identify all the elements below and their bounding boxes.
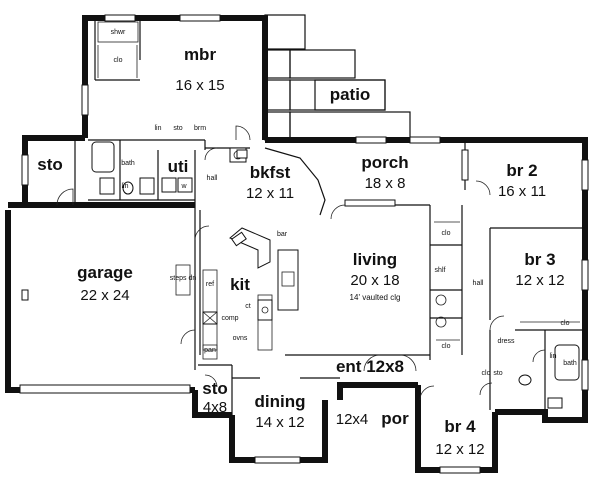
label-ct: ct xyxy=(245,303,251,310)
room-br4-size: 12 x 12 xyxy=(435,441,484,458)
room-porch-name: porch xyxy=(361,153,408,172)
label-shwr: shwr xyxy=(111,29,126,36)
room-br3-size: 12 x 12 xyxy=(515,272,564,289)
room-por-name: por xyxy=(381,409,409,428)
interior-walls xyxy=(74,20,585,415)
room-garage-name: garage xyxy=(77,263,133,282)
patio-pavers xyxy=(264,14,411,141)
label-w: w xyxy=(180,183,187,190)
label-comp: comp xyxy=(221,315,238,322)
label-dress: dress xyxy=(497,338,515,345)
label-lin-br3: lin xyxy=(549,353,556,360)
room-br2-size: 16 x 11 xyxy=(498,183,546,200)
label-lin: lin xyxy=(154,125,161,132)
room-garage-size: 22 x 24 xyxy=(80,287,129,304)
label-hall-right: hall xyxy=(473,280,484,287)
label-clo-br4: clo xyxy=(482,370,491,377)
room-patio-name: patio xyxy=(330,85,371,104)
label-sto: sto xyxy=(173,125,182,132)
label-shlf: shlf xyxy=(435,267,446,274)
label-steps-dn: steps dn xyxy=(170,275,197,282)
room-por-size: 12x4 xyxy=(336,411,369,428)
label-clo: clo xyxy=(114,57,123,64)
room-living-name: living xyxy=(353,250,397,269)
room-labels: mbr 16 x 15 patio porch 18 x 8 br 2 16 x… xyxy=(37,45,564,458)
room-living-note: 14' vaulted clg xyxy=(350,293,401,302)
room-br3-name: br 3 xyxy=(524,250,555,269)
label-bath-br3: bath xyxy=(563,360,577,367)
fixtures xyxy=(21,21,580,409)
label-clo-hall2: clo xyxy=(442,343,451,350)
room-bkfst-size: 12 x 11 xyxy=(246,185,294,202)
room-sto-name: sto xyxy=(37,155,63,174)
room-bkfst-name: bkfst xyxy=(250,163,291,182)
room-dining-size: 14 x 12 xyxy=(255,414,304,431)
label-bar: bar xyxy=(277,231,288,238)
windows xyxy=(19,14,589,474)
room-ent-name: ent 12x8 xyxy=(336,357,404,376)
room-uti-name: uti xyxy=(168,157,189,176)
label-lin2: lin xyxy=(121,183,128,190)
room-kit-name: kit xyxy=(230,275,250,294)
room-mbr-name: mbr xyxy=(184,45,217,64)
fixture-labels: shwr clo lin sto brm bath lin hall w bar… xyxy=(111,29,577,377)
room-porch-size: 18 x 8 xyxy=(365,175,406,192)
label-ref: ref xyxy=(206,281,214,288)
room-br2-name: br 2 xyxy=(506,161,537,180)
label-bath: bath xyxy=(121,160,135,167)
label-hall: hall xyxy=(207,175,218,182)
room-mbr-size: 16 x 15 xyxy=(175,77,224,94)
room-dining-name: dining xyxy=(255,392,306,411)
label-clo-br3: clo xyxy=(561,320,570,327)
label-sto-br4: sto xyxy=(493,370,502,377)
room-br4-name: br 4 xyxy=(444,417,476,436)
label-ovns: ovns xyxy=(233,335,248,342)
room-living-size: 20 x 18 xyxy=(350,272,399,289)
label-pan: pan xyxy=(204,347,216,354)
room-sto2-name: sto xyxy=(202,379,228,398)
room-sto2-size: 4x8 xyxy=(203,399,227,416)
door-swings xyxy=(56,125,546,401)
label-clo-hall: clo xyxy=(442,230,451,237)
label-brm: brm xyxy=(194,125,206,132)
